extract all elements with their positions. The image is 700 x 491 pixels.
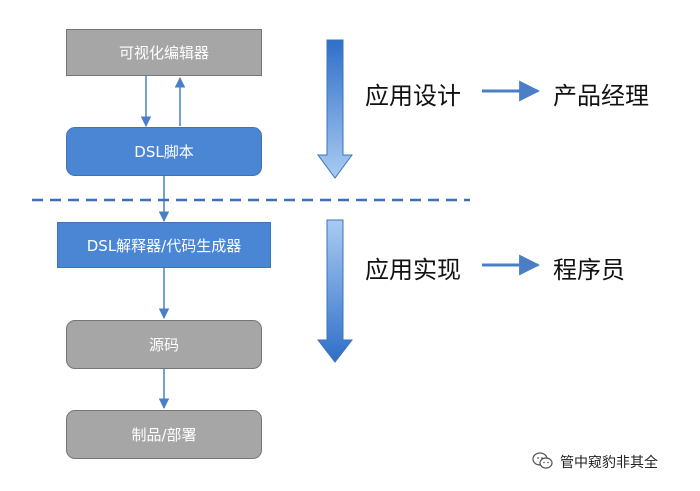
visual-editor-label: 可视化编辑器: [118, 44, 209, 62]
programmer-label: 程序员: [553, 256, 625, 284]
product-deploy-box: 制品/部署: [66, 410, 262, 459]
implementation-phase-label: 应用实现: [365, 256, 461, 284]
parser-generator-box: DSL解释器/代码生成器: [57, 222, 271, 268]
product-deploy-label: 制品/部署: [131, 426, 197, 444]
wechat-icon: [532, 452, 554, 470]
design-phase-label: 应用设计: [365, 82, 461, 110]
visual-editor-box: 可视化编辑器: [66, 29, 262, 76]
parser-generator-label: DSL解释器/代码生成器: [86, 236, 242, 255]
design-phase-down-arrow: [317, 39, 353, 179]
watermark-text: 管中窥豹非其全: [560, 455, 658, 471]
dsl-script-box: DSL脚本: [66, 127, 262, 176]
implementation-phase-down-arrow: [316, 219, 354, 363]
source-code-label: 源码: [148, 336, 179, 354]
product-manager-label: 产品经理: [553, 82, 649, 110]
source-code-box: 源码: [66, 320, 262, 369]
dsl-script-label: DSL脚本: [134, 143, 194, 161]
